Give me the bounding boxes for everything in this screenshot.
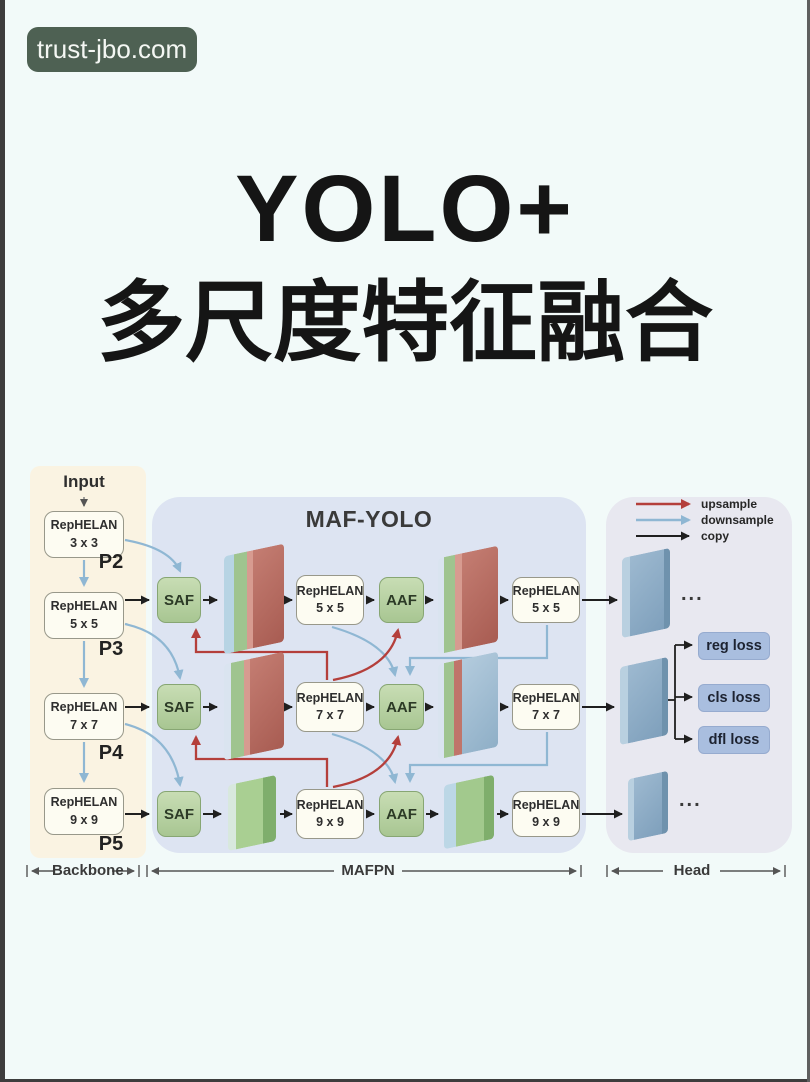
site-badge: trust-jbo.com xyxy=(27,27,197,72)
block-size: 9 x 9 xyxy=(532,815,560,829)
loss-box-dfl: dfl loss xyxy=(698,726,770,754)
feature-map-row3-right xyxy=(444,774,494,850)
aaf-block-row2: AAF xyxy=(379,684,424,730)
aaf-block-row1: AAF xyxy=(379,577,424,623)
main-title: YOLO+ xyxy=(235,156,575,262)
block-name: RepHELAN xyxy=(296,583,364,598)
rep-out-row3: RepHELAN 9 x 9 xyxy=(512,791,580,837)
block-size: 5 x 5 xyxy=(532,601,560,615)
level-label-p2: P2 xyxy=(98,551,124,573)
level-label-p3: P3 xyxy=(98,638,124,660)
feature-map-head-mid xyxy=(620,656,668,746)
block-name: RepHELAN xyxy=(50,599,118,613)
block-name: RepHELAN xyxy=(512,797,580,812)
ellipsis-top: ... xyxy=(681,583,704,605)
legend-label-copy: copy xyxy=(701,529,730,543)
block-size: 7 x 7 xyxy=(316,708,344,722)
rep-out-row1: RepHELAN 5 x 5 xyxy=(512,577,580,623)
block-name: RepHELAN xyxy=(512,583,580,598)
level-label-p4: P4 xyxy=(98,742,124,764)
rep-mid-row3: RepHELAN 9 x 9 xyxy=(296,789,364,839)
feature-map-row2-right xyxy=(438,651,498,760)
ellipsis-bottom: ... xyxy=(679,789,702,811)
input-label: Input xyxy=(63,472,105,491)
feature-map-row1-right xyxy=(438,545,498,655)
subtitle: 多尺度特征融合 xyxy=(96,273,713,372)
legend-label-upsample: upsample xyxy=(701,497,758,511)
bracket-label-backbone: Backbone xyxy=(52,862,124,879)
right-edge-bar xyxy=(807,0,810,1082)
block-name: RepHELAN xyxy=(50,700,118,714)
left-edge-bar xyxy=(0,0,5,1082)
block-size: 3 x 3 xyxy=(70,535,98,550)
rep-mid-row1: RepHELAN 5 x 5 xyxy=(296,575,364,625)
backbone-block-2: RepHELAN 5 x 5 xyxy=(44,592,124,639)
block-name: RepHELAN xyxy=(296,690,364,705)
aaf-block-row3: AAF xyxy=(379,791,424,837)
block-size: 9 x 9 xyxy=(70,812,98,827)
block-name: RepHELAN xyxy=(50,518,118,532)
block-name: RepHELAN xyxy=(50,795,118,809)
saf-block-row2: SAF xyxy=(157,684,201,730)
feature-map-row3-left xyxy=(228,774,276,852)
block-size: 5 x 5 xyxy=(316,601,344,615)
level-label-p5: P5 xyxy=(98,833,124,855)
rep-out-row2: RepHELAN 7 x 7 xyxy=(512,684,580,730)
block-size: 7 x 7 xyxy=(70,717,98,732)
block-size: 5 x 5 xyxy=(70,616,98,631)
backbone-block-4: RepHELAN 9 x 9 xyxy=(44,788,124,835)
feature-map-head-bottom xyxy=(628,770,668,842)
block-size: 9 x 9 xyxy=(316,815,344,829)
loss-box-reg: reg loss xyxy=(698,632,770,660)
feature-map-head-top xyxy=(622,547,670,639)
feature-map-row1-left xyxy=(224,543,284,655)
rep-mid-row2: RepHELAN 7 x 7 xyxy=(296,682,364,732)
saf-block-row3: SAF xyxy=(157,791,201,837)
feature-map-row2-left xyxy=(224,651,284,761)
bracket-label-mafpn: MAFPN xyxy=(341,862,395,879)
loss-box-cls: cls loss xyxy=(698,684,770,712)
backbone-block-1: RepHELAN 3 x 3 xyxy=(44,511,124,558)
block-name: RepHELAN xyxy=(512,690,580,705)
saf-block-row1: SAF xyxy=(157,577,201,623)
diagram-title: MAF-YOLO xyxy=(305,506,433,532)
backbone-block-3: RepHELAN 7 x 7 xyxy=(44,693,124,740)
legend-label-downsample: downsample xyxy=(701,513,774,527)
bottom-edge-bar xyxy=(0,1079,810,1082)
bracket-label-head: Head xyxy=(673,862,711,879)
block-name: RepHELAN xyxy=(296,797,364,812)
block-size: 7 x 7 xyxy=(532,708,560,722)
